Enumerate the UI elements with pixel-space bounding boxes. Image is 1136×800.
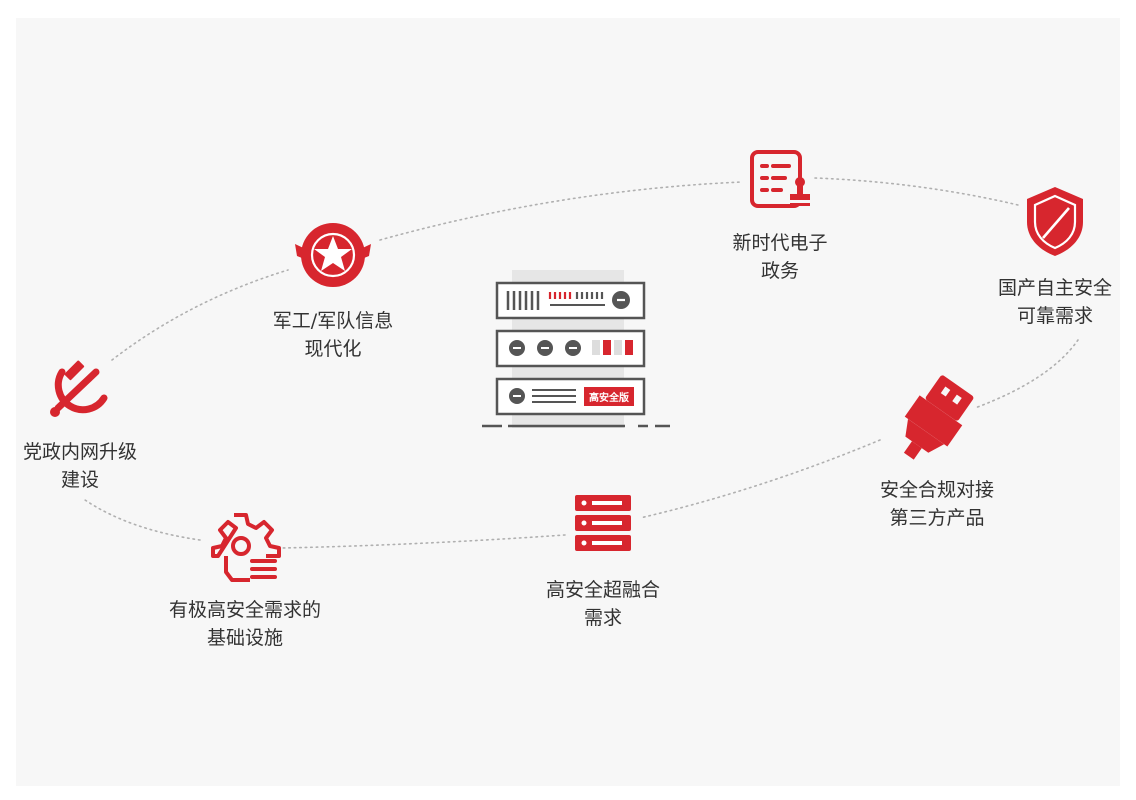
- node-label-domestic: 国产自主安全 可靠需求: [997, 277, 1112, 327]
- node-label-party: 党政内网升级 建设: [22, 441, 137, 491]
- hammer-sickle-icon: [50, 360, 108, 417]
- military-star-badge-icon: [295, 223, 371, 287]
- node-label-hci: 高安全超融合 需求: [545, 579, 660, 629]
- node-label-thirdparty: 安全合规对接 第三方产品: [879, 479, 994, 529]
- security-edition-badge: [584, 387, 634, 406]
- gear-list-icon: [211, 513, 281, 582]
- server-stack-icon: 高安全版: [482, 270, 670, 428]
- document-stamp-icon: [750, 150, 810, 208]
- orbit-path: [84, 177, 1079, 549]
- node-label-infra: 有极高安全需求的 基础设施: [168, 599, 321, 649]
- security-edition-badge-text: 高安全版: [589, 391, 629, 404]
- shield-icon: [1027, 187, 1083, 256]
- usb-plug-icon: [903, 375, 974, 460]
- node-label-gov: 新时代电子 政务: [732, 232, 828, 282]
- node-label-military: 军工/军队信息 现代化: [272, 310, 394, 360]
- server-rack-icon: [575, 495, 631, 551]
